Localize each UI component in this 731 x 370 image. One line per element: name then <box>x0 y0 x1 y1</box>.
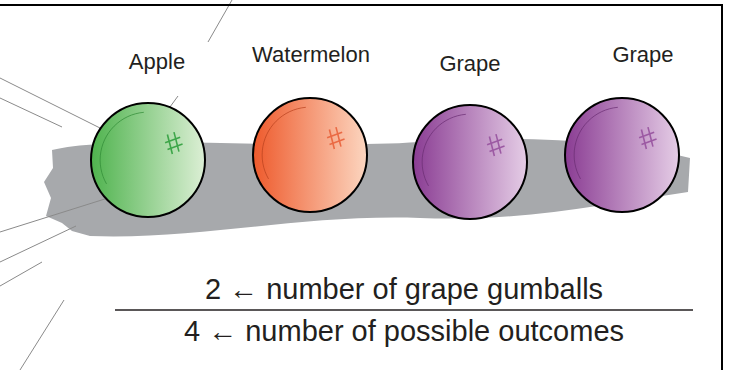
flavor-label: Watermelon <box>252 42 370 68</box>
gumball-shape <box>68 49 228 221</box>
gumball: Grape <box>542 42 702 216</box>
frame <box>0 4 723 370</box>
fraction-bar <box>115 309 693 311</box>
flavor-label: Apple <box>129 49 185 75</box>
gumball: Apple <box>68 49 228 221</box>
gumball: Grape <box>390 51 550 223</box>
gumball-shine <box>574 107 618 179</box>
gumball-shape <box>542 42 702 216</box>
gumball-shape <box>230 42 390 216</box>
leader-lines <box>0 0 232 370</box>
gumball-circle <box>413 105 527 219</box>
gumball-circle <box>253 98 367 212</box>
gumball-shine <box>262 107 306 179</box>
gumball-circle <box>565 98 679 212</box>
flavor-label: Grape <box>439 51 500 77</box>
gumball: Watermelon <box>230 42 390 216</box>
gumball-mark <box>163 131 185 155</box>
gumball-mark <box>325 126 347 150</box>
gumball-shape <box>390 51 550 223</box>
gumball-mark <box>485 133 507 157</box>
fraction-text: 2 ← number of grape gumballs <box>205 272 603 306</box>
gumball-shine <box>100 112 144 184</box>
gumball-shine <box>422 114 466 186</box>
fraction-text: 4 ← number of possible outcomes <box>184 314 624 348</box>
gumball-mark <box>637 126 659 150</box>
flavor-label: Grape <box>612 42 673 68</box>
gumball-circle <box>91 103 205 217</box>
